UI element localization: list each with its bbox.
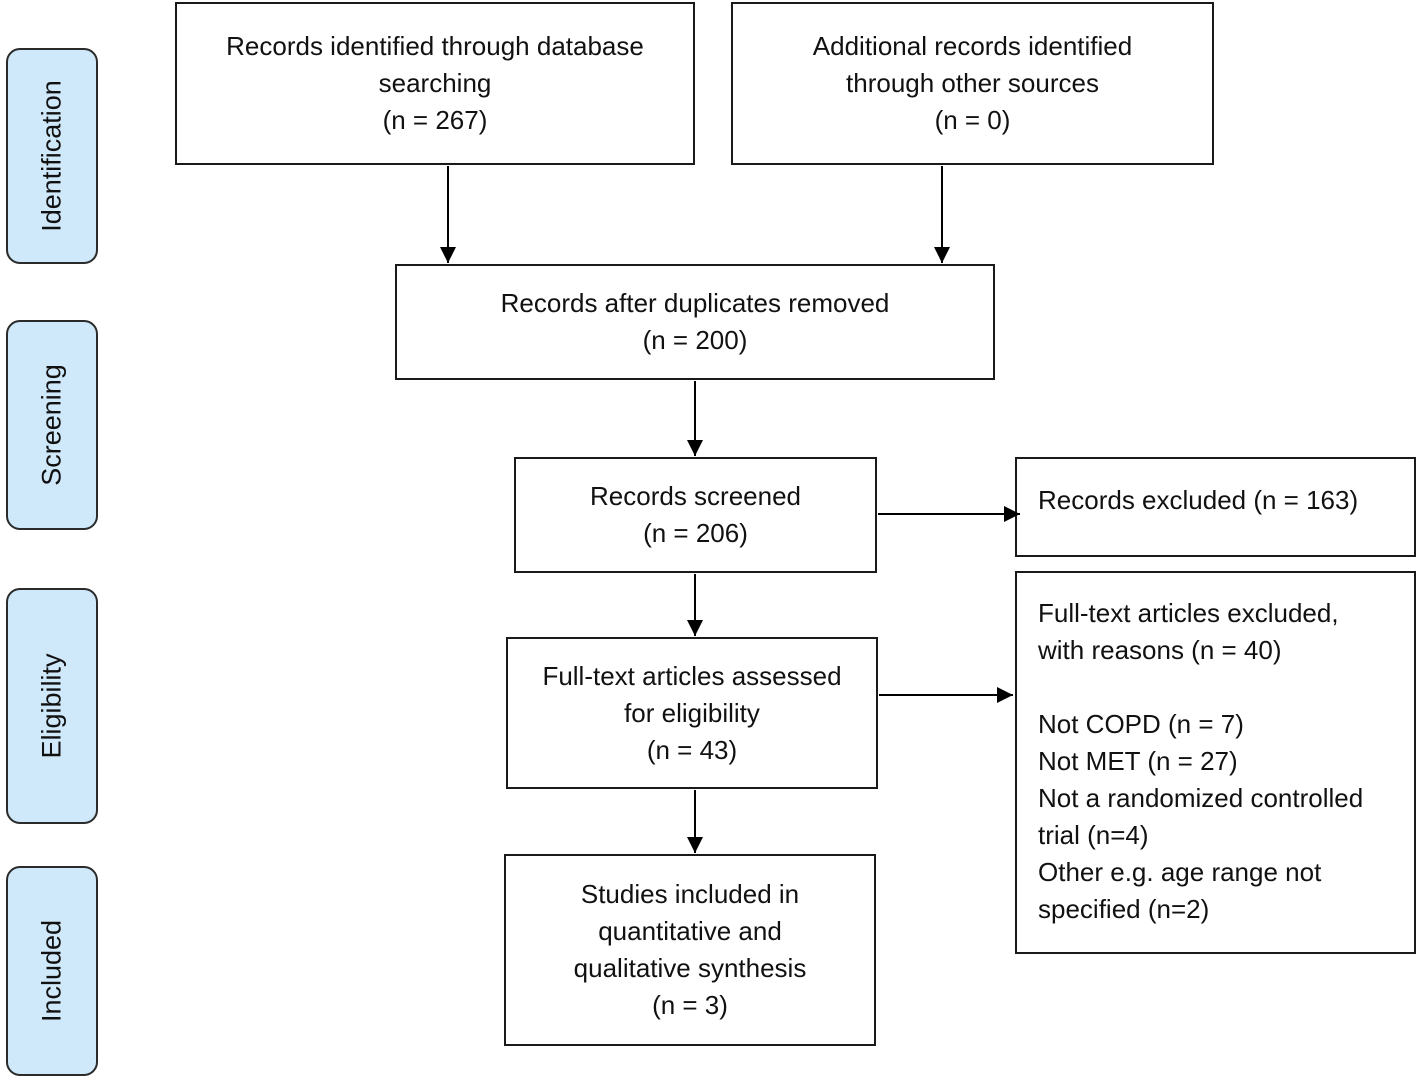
reason-line: Other e.g. age range not — [1038, 857, 1322, 887]
box-fulltext-assessed: Full-text articles assessed for eligibil… — [506, 637, 878, 789]
box-included-studies: Studies included in quantitative and qua… — [504, 854, 876, 1046]
box-line: (n = 206) — [643, 518, 748, 548]
box-line: (n = 267) — [382, 105, 488, 135]
box-line: Records screened — [590, 481, 801, 511]
box-line: Full-text articles excluded, — [1038, 598, 1339, 628]
stage-identification: Identification — [6, 48, 98, 264]
box-records-excluded: Records excluded (n = 163) — [1015, 457, 1416, 557]
reason-line: specified (n=2) — [1038, 894, 1210, 924]
box-line: Full-text articles assessed — [542, 660, 842, 691]
reason-line: Not a randomized controlled — [1038, 783, 1364, 813]
box-line: (n = 43) — [646, 734, 738, 765]
reason-line: trial (n=4) — [1038, 820, 1149, 850]
box-other-sources: Additional records identified through ot… — [731, 2, 1214, 165]
stage-label-eligibility: Eligibility — [36, 653, 67, 759]
stage-label-screening: Screening — [36, 364, 67, 486]
box-line: Records identified through database — [226, 31, 644, 61]
box-line: (n = 200) — [642, 325, 748, 355]
box-line: Records after duplicates removed — [500, 288, 890, 318]
box-line: with reasons (n = 40) — [1038, 635, 1282, 665]
box-line: Studies included in — [580, 879, 800, 909]
box-line: quantitative and — [598, 916, 782, 946]
reason-line: Not COPD (n = 7) — [1038, 709, 1244, 739]
box-line: (n = 0) — [934, 105, 1011, 135]
box-records-screened: Records screened (n = 206) — [514, 457, 877, 573]
box-line: searching — [378, 68, 492, 98]
stage-label-included: Included — [36, 919, 67, 1023]
box-duplicates-removed: Records after duplicates removed (n = 20… — [395, 264, 995, 380]
stage-eligibility: Eligibility — [6, 588, 98, 824]
box-line: through other sources — [846, 68, 1099, 98]
box-line: (n = 3) — [652, 990, 728, 1020]
reason-line: Not MET (n = 27) — [1038, 746, 1238, 776]
box-line: for eligibility — [624, 697, 760, 728]
box-line: Additional records identified — [812, 31, 1133, 61]
box-fulltext-excluded: Full-text articles excluded, with reason… — [1015, 571, 1416, 954]
box-database-search: Records identified through database sear… — [175, 2, 695, 165]
stage-screening: Screening — [6, 320, 98, 530]
stage-label-identification: Identification — [36, 80, 67, 232]
box-line: qualitative synthesis — [573, 953, 807, 983]
stage-included: Included — [6, 866, 98, 1076]
box-line: Records excluded (n = 163) — [1038, 485, 1359, 515]
